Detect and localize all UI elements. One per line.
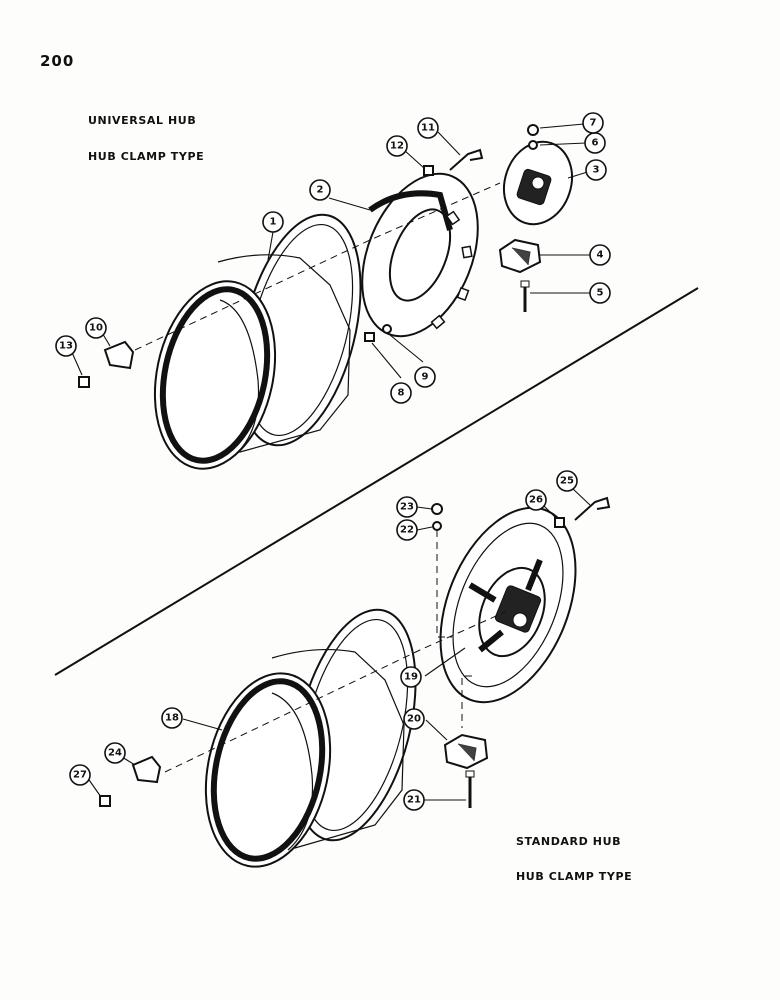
callout-5: 5: [589, 282, 611, 304]
callout-13: 13: [55, 335, 77, 357]
svg-text:12: 12: [390, 141, 404, 152]
callout-9: 9: [414, 366, 436, 388]
svg-text:21: 21: [407, 795, 421, 806]
callout-19: 19: [400, 666, 422, 688]
upper-hub-clamp-parts: [78, 124, 573, 388]
svg-text:26: 26: [529, 495, 543, 506]
callout-22: 22: [396, 519, 418, 541]
callout-3: 3: [585, 159, 607, 181]
svg-text:5: 5: [597, 288, 604, 299]
callout-12: 12: [386, 135, 408, 157]
callout-4: 4: [589, 244, 611, 266]
svg-text:20: 20: [407, 714, 421, 725]
universal-hub-title: UNIVERSAL HUB: [88, 114, 197, 127]
callout-6: 6: [584, 132, 606, 154]
svg-text:7: 7: [590, 118, 597, 129]
svg-text:18: 18: [165, 713, 179, 724]
callout-27: 27: [69, 764, 91, 786]
svg-text:11: 11: [421, 123, 435, 134]
callout-8: 8: [390, 382, 412, 404]
callout-26: 26: [525, 489, 547, 511]
standard-hub-subtitle: HUB CLAMP TYPE: [516, 870, 633, 883]
svg-text:24: 24: [108, 748, 122, 759]
section-divider-line: [54, 287, 699, 676]
lower-hub-clamp-parts: [99, 496, 611, 808]
svg-text:3: 3: [593, 165, 600, 176]
callout-23: 23: [396, 496, 418, 518]
svg-text:23: 23: [400, 502, 414, 513]
svg-text:8: 8: [398, 388, 405, 399]
callout-24: 24: [104, 742, 126, 764]
svg-text:6: 6: [592, 138, 599, 149]
upper-wheel-center-disc: [361, 172, 479, 338]
svg-text:9: 9: [422, 372, 429, 383]
callout-25: 25: [556, 470, 578, 492]
svg-text:19: 19: [404, 672, 418, 683]
upper-rim-assembly: [153, 213, 362, 470]
callout-10: 10: [85, 317, 107, 339]
callout-7: 7: [582, 112, 604, 134]
callout-21: 21: [403, 789, 425, 811]
callout-1: 1: [262, 211, 284, 233]
svg-text:25: 25: [560, 476, 574, 487]
svg-text:2: 2: [317, 185, 324, 196]
svg-text:1: 1: [270, 217, 277, 228]
svg-text:22: 22: [400, 525, 414, 536]
callout-11: 11: [417, 117, 439, 139]
page-number: 200: [40, 52, 75, 70]
standard-hub-title: STANDARD HUB: [516, 835, 622, 848]
callout-20: 20: [403, 708, 425, 730]
lower-wheel-center: [439, 506, 577, 704]
svg-text:13: 13: [59, 341, 73, 352]
universal-hub-subtitle: HUB CLAMP TYPE: [88, 150, 205, 163]
callout-18: 18: [161, 707, 183, 729]
svg-text:4: 4: [597, 250, 604, 261]
lower-rim-assembly: [204, 608, 417, 868]
callout-2: 2: [309, 179, 331, 201]
svg-text:27: 27: [73, 770, 87, 781]
svg-text:10: 10: [89, 323, 103, 334]
